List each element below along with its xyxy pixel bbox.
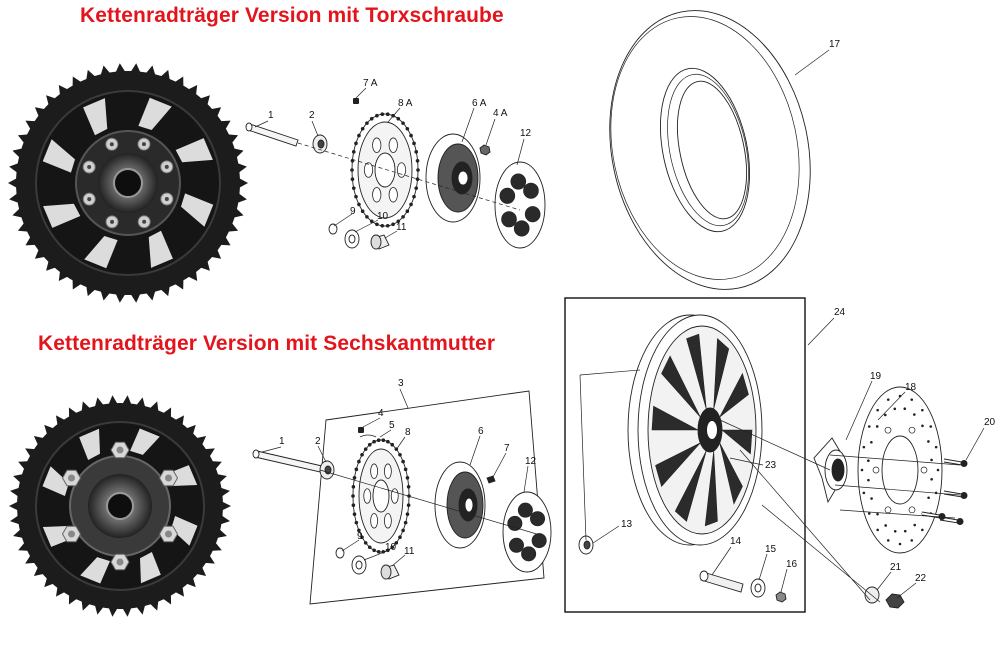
spacer-upper [312,134,328,154]
brake-disc-18 [857,386,943,554]
sprocket-upper [350,112,420,228]
callout-c15: 15 [765,544,777,555]
callout-c17: 17 [829,39,841,50]
callout-c12a: 12 [520,128,532,139]
callout-c8A: 8 A [398,98,413,109]
callout-c14: 14 [730,536,742,547]
callout-c19: 19 [870,371,882,382]
axle-upper [245,122,299,147]
damper-upper [494,161,546,249]
sprocket-photo-torx [8,63,248,303]
callout-c7A: 7 A [363,78,378,89]
callout-c2a: 2 [309,110,315,121]
rim [627,314,763,546]
callout-c11a: 11 [396,222,407,233]
callout-c9a: 9 [350,206,356,217]
callout-c10b: 10 [385,542,397,553]
callout-c7: 7 [504,443,510,454]
callout-c20: 20 [984,417,996,428]
brake-adapter-19 [813,437,848,504]
callout-c12b: 12 [525,456,537,467]
callout-c10a: 10 [377,211,389,222]
callout-c23: 23 [765,460,777,471]
callout-c9b: 9 [357,531,363,542]
tire [609,10,811,290]
lower-kit-outline [309,390,545,605]
callout-c22: 22 [915,573,927,584]
callout-c1b: 1 [279,436,285,447]
callout-c4: 4 [378,408,384,419]
upper-assembly [245,98,546,250]
callout-c5: 5 [389,420,395,431]
callout-c24: 24 [834,307,846,318]
callout-c6A: 6 A [472,98,487,109]
heading-torx-version: Kettenradträger Version mit Torxschraube [80,4,504,27]
callout-c11b: 11 [404,546,415,557]
sprocket-photo-hex [9,395,231,617]
callout-c18: 18 [905,382,917,393]
callout-c16: 16 [786,559,798,570]
callout-c2b: 2 [315,436,321,447]
callout-c21: 21 [890,562,902,573]
carrier-upper [425,133,481,223]
wheel-group-box [564,297,806,613]
callout-c13: 13 [621,519,633,530]
callout-c3: 3 [398,378,404,389]
heading-hex-version: Kettenradträger Version mit Sechskantmut… [38,332,496,355]
callout-c1a: 1 [268,110,274,121]
callout-c4A: 4 A [493,108,508,119]
callout-c6: 6 [478,426,484,437]
callout-c8: 8 [405,427,411,438]
